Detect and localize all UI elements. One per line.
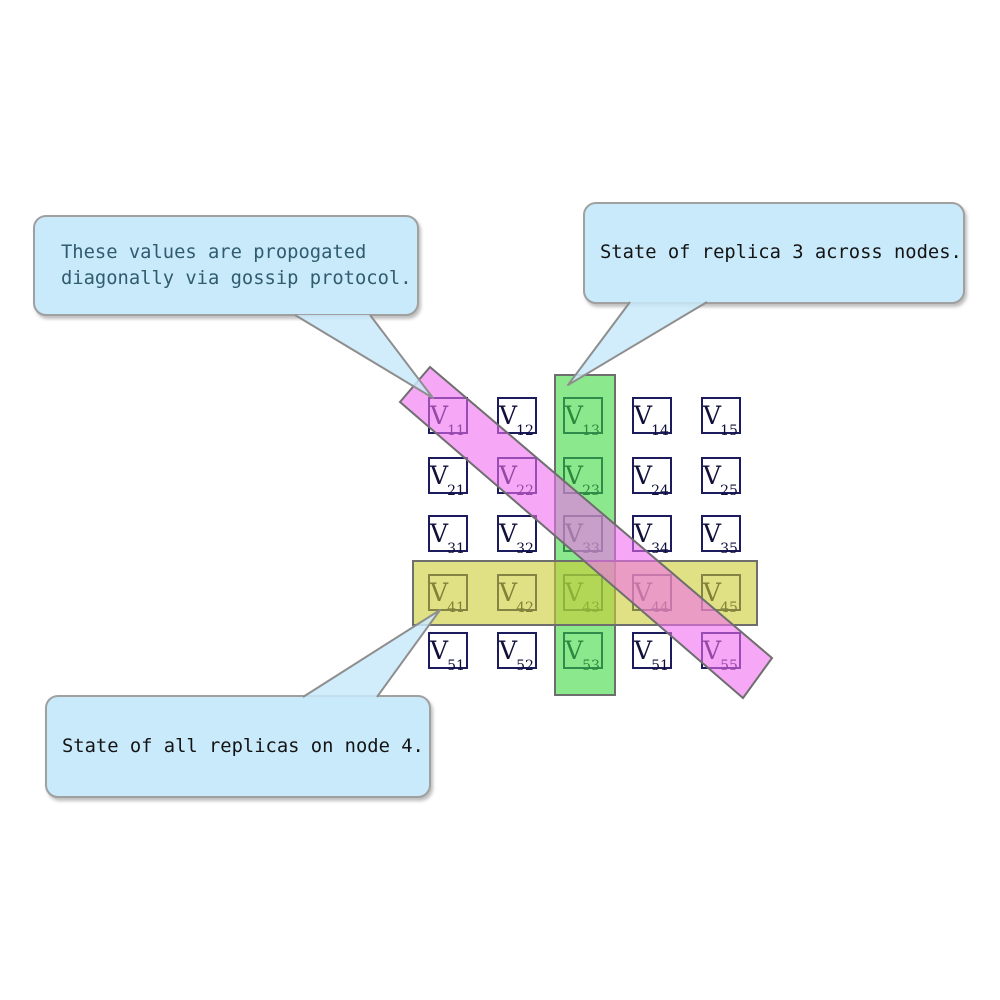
matrix-cell: V13 — [563, 397, 603, 439]
matrix-cell: V35 — [701, 515, 741, 557]
matrix-cell: V52 — [497, 632, 537, 674]
matrix-cell-label: V12 — [499, 401, 534, 439]
matrix-cell-label: V44 — [634, 578, 669, 616]
matrix-cell: V53 — [563, 632, 603, 674]
matrix-cell-label: V55 — [703, 636, 738, 674]
matrix-cell: V51 — [632, 632, 672, 674]
matrix-cell-label: V45 — [703, 578, 738, 616]
matrix-cell: V24 — [632, 457, 672, 499]
matrix-cell-label: V33 — [565, 519, 600, 557]
callout-gossip-line-2: diagonally via gossip protocol. — [61, 267, 412, 289]
callout-gossip-line-1: These values are propogated — [61, 241, 367, 263]
matrix-cell: V12 — [497, 397, 537, 439]
matrix-cell-label: V51 — [634, 636, 669, 674]
matrix-cell-label: V53 — [565, 636, 600, 674]
matrix-cell: V45 — [701, 574, 741, 616]
matrix-cell-label: V32 — [499, 519, 534, 557]
matrix-cell: V34 — [632, 515, 672, 557]
matrix-cell: V23 — [563, 457, 603, 499]
matrix-cell: V33 — [563, 515, 603, 557]
matrix-cell: V14 — [632, 397, 672, 439]
matrix-cell: V41 — [428, 574, 468, 616]
matrix-cell-label: V25 — [703, 461, 738, 499]
matrix-cell: V43 — [563, 574, 603, 616]
matrix-cell: V31 — [428, 515, 468, 557]
matrix-cell: V42 — [497, 574, 537, 616]
matrix-cell-label: V35 — [703, 519, 738, 557]
matrix-cell-label: V52 — [499, 636, 534, 674]
matrix-cell: V15 — [701, 397, 741, 439]
matrix-cell: V22 — [497, 457, 537, 499]
matrix-cell-label: V22 — [499, 461, 534, 499]
callout-gossip-protocol: These values are propogated diagonally v… — [33, 215, 419, 316]
matrix-cell-label: V51 — [430, 636, 465, 674]
matrix-cell-label: V15 — [703, 401, 738, 439]
matrix-cell-label: V34 — [634, 519, 669, 557]
matrix-cell: V25 — [701, 457, 741, 499]
matrix-cell-label: V14 — [634, 401, 669, 439]
matrix-cell-label: V42 — [499, 578, 534, 616]
matrix-cell: V32 — [497, 515, 537, 557]
matrix-cell-label: V21 — [430, 461, 465, 499]
matrix-cell: V11 — [428, 397, 468, 439]
matrix-cell: V21 — [428, 457, 468, 499]
matrix-cell-label: V41 — [430, 578, 465, 616]
matrix-cell: V55 — [701, 632, 741, 674]
matrix-cell-label: V43 — [565, 578, 600, 616]
matrix-cell-label: V24 — [634, 461, 669, 499]
matrix-cell-label: V23 — [565, 461, 600, 499]
callout-replica-line-1: State of replica 3 across nodes. — [600, 242, 962, 263]
callout-replica-3: State of replica 3 across nodes. — [583, 202, 965, 304]
matrix-cell-label: V13 — [565, 401, 600, 439]
matrix-cell: V44 — [632, 574, 672, 616]
matrix-cell: V51 — [428, 632, 468, 674]
matrix-cell-label: V11 — [430, 401, 465, 439]
callout-node-line-1: State of all replicas on node 4. — [62, 735, 424, 757]
callout-node-4: State of all replicas on node 4. — [45, 695, 431, 798]
matrix-cell-label: V31 — [430, 519, 465, 557]
